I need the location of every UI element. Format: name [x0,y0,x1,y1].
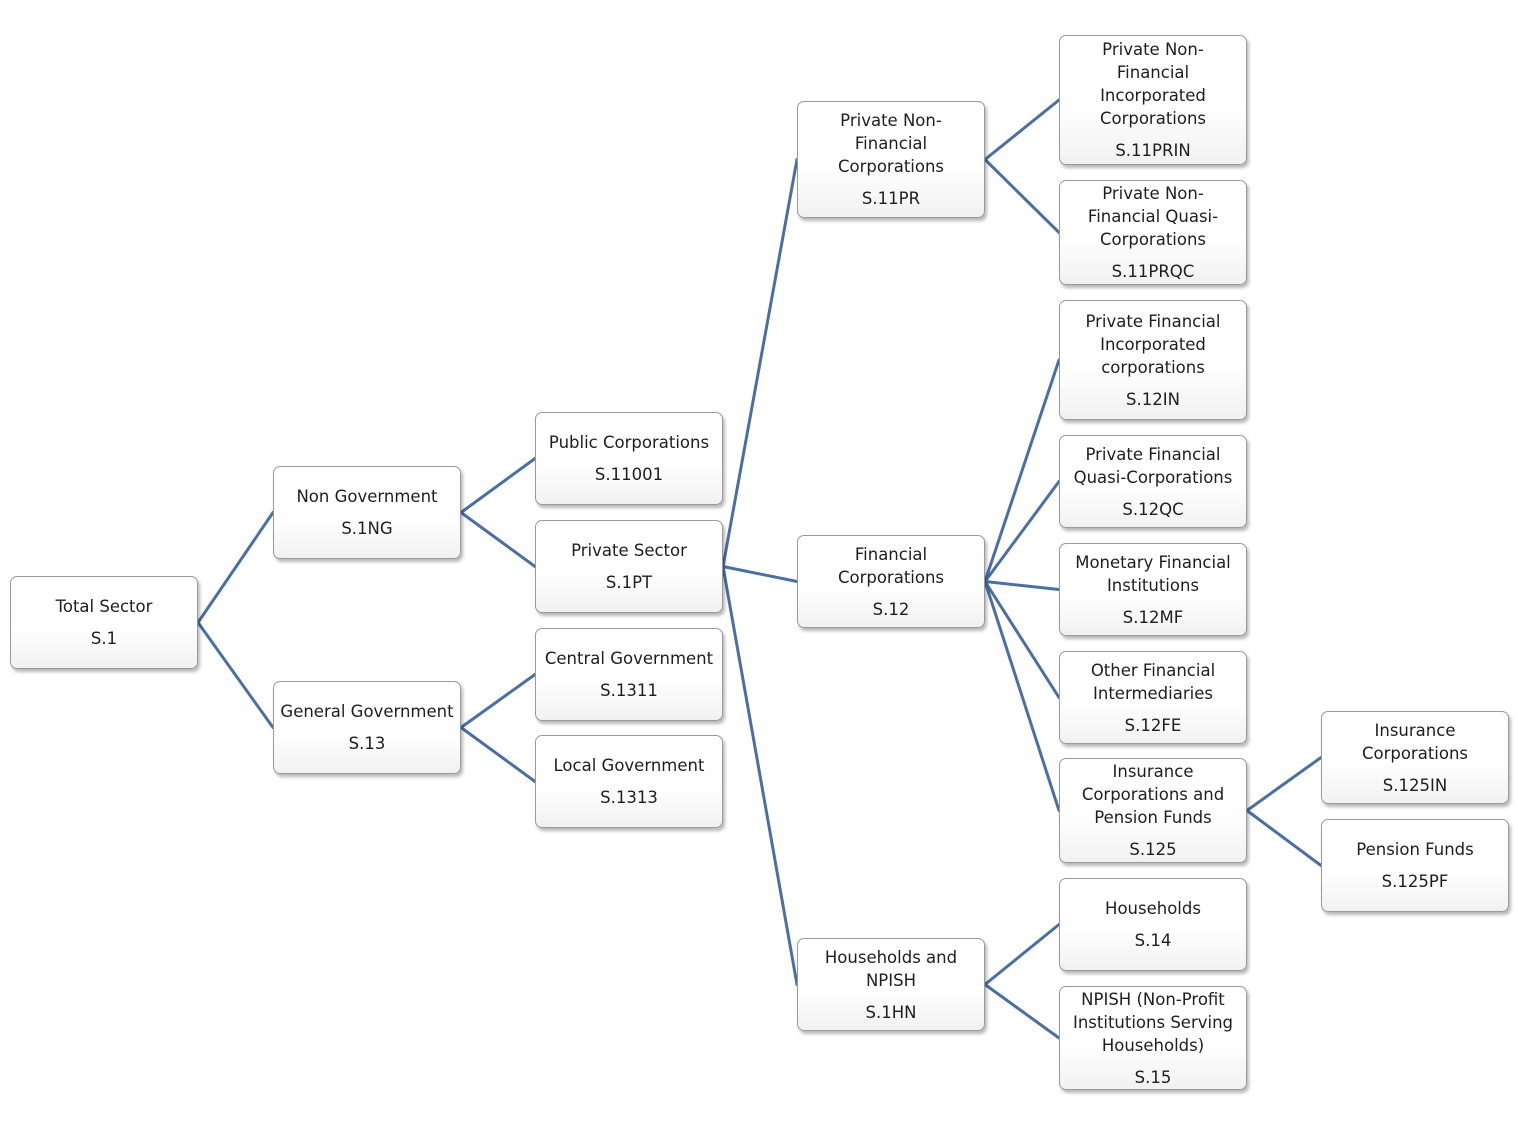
node-private-non-financial-corporations: Private Non- Financial Corporations S.11… [797,101,985,218]
connector-fincorp-pf_inc [983,358,1061,583]
node-label: Insurance Corporations and Pension Funds [1081,762,1225,827]
node-label: Households [1105,899,1201,918]
connector-pnfc-pnf_quasi [983,158,1061,234]
node-other-financial-intermediaries: Other Financial Intermediaries S.12FE [1059,651,1247,744]
node-code: S.11001 [594,465,664,484]
node-code: S.13 [348,734,386,753]
node-label: Private Financial Incorporated corporati… [1085,311,1221,377]
node-code: S.125IN [1382,775,1448,795]
node-households-and-npish: Households and NPISH S.1HN [797,938,985,1031]
node-pension-funds: Pension Funds S.125PF [1321,819,1509,912]
node-label: Total Sector [55,597,153,616]
node-label: Private Non- Financial Quasi- Corporatio… [1087,184,1219,249]
node-label: General Government [280,702,454,721]
node-label: Private Non- Financial Incorporated Corp… [1099,40,1207,128]
node-code: S.14 [1134,931,1172,950]
connector-hh_npish-households [983,923,1061,986]
node-monetary-financial-institutions: Monetary Financial Institutions S.12MF [1059,543,1247,636]
node-private-financial-quasi: Private Financial Quasi-Corporations S.1… [1059,435,1247,528]
connector-nongov-private [459,511,537,568]
node-code: S.1 [90,629,118,648]
node-npish: NPISH (Non-Profit Institutions Serving H… [1059,986,1247,1090]
connector-fincorp-other_fin [983,580,1061,699]
connector-total-gengov [196,621,275,729]
node-code: S.125 [1129,840,1177,859]
connector-gengov-central [459,673,537,729]
node-private-financial-incorporated: Private Financial Incorporated corporati… [1059,300,1247,420]
connector-gengov-local [459,726,537,783]
connector-private-pnfc [721,158,799,568]
node-label: Financial Corporations [837,544,945,587]
node-total-sector: Total Sector S.1 [10,576,198,669]
node-private-non-financial-quasi: Private Non- Financial Quasi- Corporatio… [1059,180,1247,285]
node-label: Insurance Corporations [1361,720,1469,763]
connector-pnfc-pnf_inc [983,98,1061,161]
node-code: S.1311 [600,681,658,700]
connector-fincorp-pf_quasi [983,480,1061,583]
node-households: Households S.14 [1059,878,1247,971]
node-private-non-financial-incorporated: Private Non- Financial Incorporated Corp… [1059,35,1247,165]
node-label: Non Government [296,487,438,506]
node-label: Other Financial Intermediaries [1090,660,1216,703]
node-label: Public Corporations [548,433,710,452]
node-code: S.11PRQC [1111,262,1195,281]
node-insurance-corporations: Insurance Corporations S.125IN [1321,711,1509,804]
node-central-government: Central Government S.1311 [535,628,723,721]
node-code: S.1NG [341,519,393,538]
node-code: S.15 [1134,1067,1172,1087]
node-label: Private Non- Financial Corporations [837,111,945,176]
node-label: Households and NPISH [824,947,958,990]
node-code: S.12QC [1122,499,1184,519]
node-label: Monetary Financial Institutions [1075,552,1231,595]
connector-private-hh_npish [721,565,799,986]
node-code: S.11PRIN [1115,141,1191,160]
node-private-sector: Private Sector S.1PT [535,520,723,613]
node-label: Central Government [544,649,714,668]
node-financial-corporations: Financial Corporations S.12 [797,535,985,628]
connector-private-fincorp [721,565,799,583]
node-local-government: Local Government S.1313 [535,735,723,828]
node-code: S.1313 [600,788,658,807]
connector-total-nongov [196,511,275,624]
node-code: S.12IN [1126,389,1180,409]
node-label: NPISH (Non-Profit Institutions Serving H… [1072,989,1234,1055]
node-insurance-and-pension-funds: Insurance Corporations and Pension Funds… [1059,758,1247,863]
node-code: S.11PR [861,189,921,208]
connector-fincorp-ins_pension [983,580,1061,812]
connector-fincorp-monetary [983,580,1061,591]
node-code: S.1HN [865,1002,917,1022]
node-code: S.125PF [1381,872,1449,891]
node-label: Private Sector [571,541,687,560]
node-label: Private Financial Quasi-Corporations [1073,444,1233,487]
node-label: Pension Funds [1356,840,1474,859]
node-non-government: Non Government S.1NG [273,466,461,559]
node-general-government: General Government S.13 [273,681,461,774]
connector-hh_npish-npish [983,983,1061,1040]
node-public-corporations: Public Corporations S.11001 [535,412,723,505]
node-code: S.12FE [1124,715,1182,735]
node-label: Local Government [553,756,705,775]
connector-nongov-public [459,457,537,514]
node-code: S.1PT [605,573,653,592]
connector-ins_pension-pension [1245,809,1323,867]
node-code: S.12MF [1122,607,1184,627]
node-code: S.12 [872,599,910,619]
connector-ins_pension-ins_corp [1245,756,1323,812]
